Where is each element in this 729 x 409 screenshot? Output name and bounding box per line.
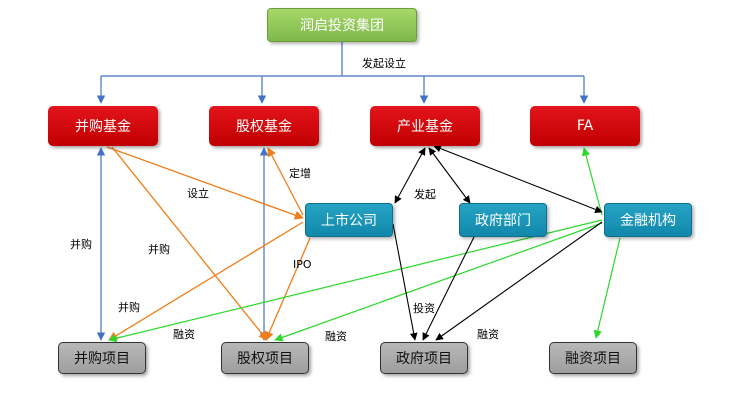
green-connectors (108, 147, 621, 343)
government-project-node: 政府项目 (380, 342, 468, 374)
label-merger-b: 并购 (148, 243, 170, 256)
label-private-placement: 定增 (289, 167, 311, 180)
label-initiate-setup: 发起设立 (362, 57, 406, 70)
label-merger-c: 并购 (118, 301, 140, 314)
merger-fund-node: 并购基金 (48, 106, 158, 146)
listed-company-node: 上市公司 (305, 203, 393, 237)
group-node: 润启投资集团 (267, 8, 417, 42)
label-merger-a: 并购 (70, 238, 92, 251)
label-financing-c: 融资 (477, 328, 499, 341)
industry-fund-node: 产业基金 (370, 106, 480, 146)
fa-node: FA (530, 106, 640, 146)
label-ipo: IPO (293, 258, 312, 271)
label-financing-a: 融资 (173, 328, 195, 341)
tree-connector (96, 42, 589, 104)
equity-fund-node: 股权基金 (209, 106, 319, 146)
label-setup: 设立 (187, 187, 209, 200)
equity-project-node: 股权项目 (221, 342, 309, 374)
label-initiate: 发起 (414, 188, 436, 201)
label-financing-b: 融资 (325, 330, 347, 343)
financing-project-node: 融资项目 (549, 342, 637, 374)
label-investment: 投资 (413, 302, 435, 315)
financial-institution-node: 金融机构 (604, 203, 692, 237)
black-connectors (392, 144, 603, 341)
merger-project-node: 并购项目 (58, 342, 146, 374)
government-node: 政府部门 (459, 203, 547, 237)
